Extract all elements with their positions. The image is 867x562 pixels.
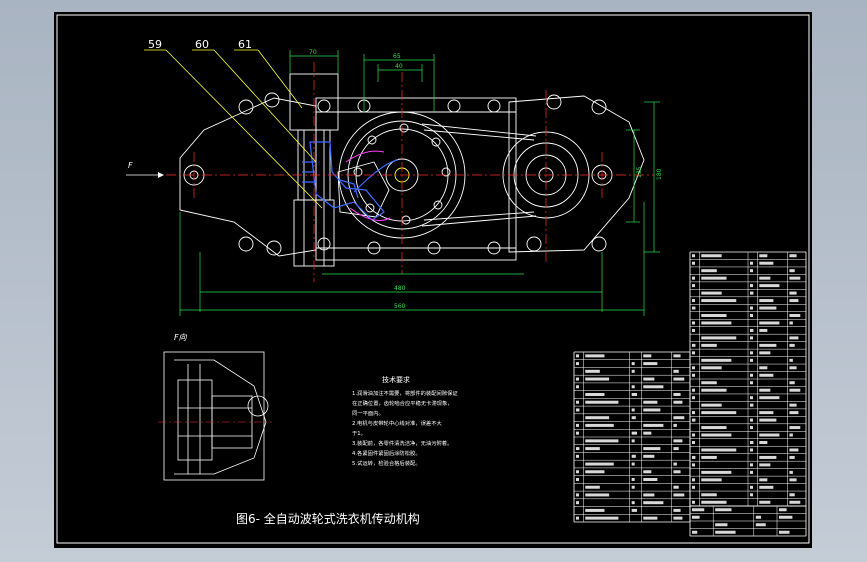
drawing-sheet: 70 65 40 480 560 180 135 F 59: [54, 12, 812, 548]
drawing-frame: [56, 14, 810, 544]
tech-line-5: 于1。: [352, 430, 366, 437]
dimension-lines: [179, 50, 660, 316]
main-assembly-view: [179, 73, 645, 267]
tech-line-3: 同一平面内。: [352, 409, 384, 417]
drawing-caption: 图6- 全自动波轮式洗衣机传动机构: [236, 511, 420, 526]
callout-60: 60: [195, 38, 209, 51]
tech-line-1: 1.润滑油加注不需要，将部件的装配间隙保证: [352, 389, 458, 397]
dimension-70: 70: [309, 49, 317, 56]
magenta-detail: [345, 150, 391, 221]
tech-requirements: 1.润滑油加注不需要，将部件的装配间隙保证 在正确位置，齿轮啮合应平稳无卡滞现象…: [352, 389, 458, 467]
parts-list-lower: [573, 351, 691, 523]
title-block: [689, 505, 807, 537]
f-direction-view: [163, 351, 269, 481]
dimension-560: 560: [394, 303, 406, 310]
callout-59: 59: [148, 38, 162, 51]
tech-line-4: 2.电机与皮带轮中心线对准，误差不大: [352, 419, 443, 427]
tech-line-7: 4.各紧固件紧固后涂防松胶。: [352, 449, 421, 457]
tech-line-6: 3.装配前，各零件清洗洁净，无油污附着。: [352, 439, 452, 447]
callout-leaders: [144, 49, 323, 209]
tech-line-8: 5.试运转，检验合格后装配。: [352, 459, 421, 467]
callout-61: 61: [238, 38, 252, 51]
dimension-480: 480: [394, 285, 406, 292]
force-label: F: [128, 161, 133, 170]
force-arrow: F: [126, 161, 164, 178]
dimension-135: 135: [636, 166, 643, 178]
tech-line-2: 在正确位置，齿轮啮合应平稳无卡滞现象，: [352, 399, 453, 407]
view-label: F向: [174, 333, 188, 342]
dimension-65: 65: [393, 53, 401, 60]
parts-list-upper: [689, 251, 807, 507]
dimension-180: 180: [656, 168, 663, 180]
tech-title: 技术要求: [382, 375, 410, 384]
dimension-40: 40: [395, 63, 403, 70]
centerlines: [166, 62, 654, 282]
